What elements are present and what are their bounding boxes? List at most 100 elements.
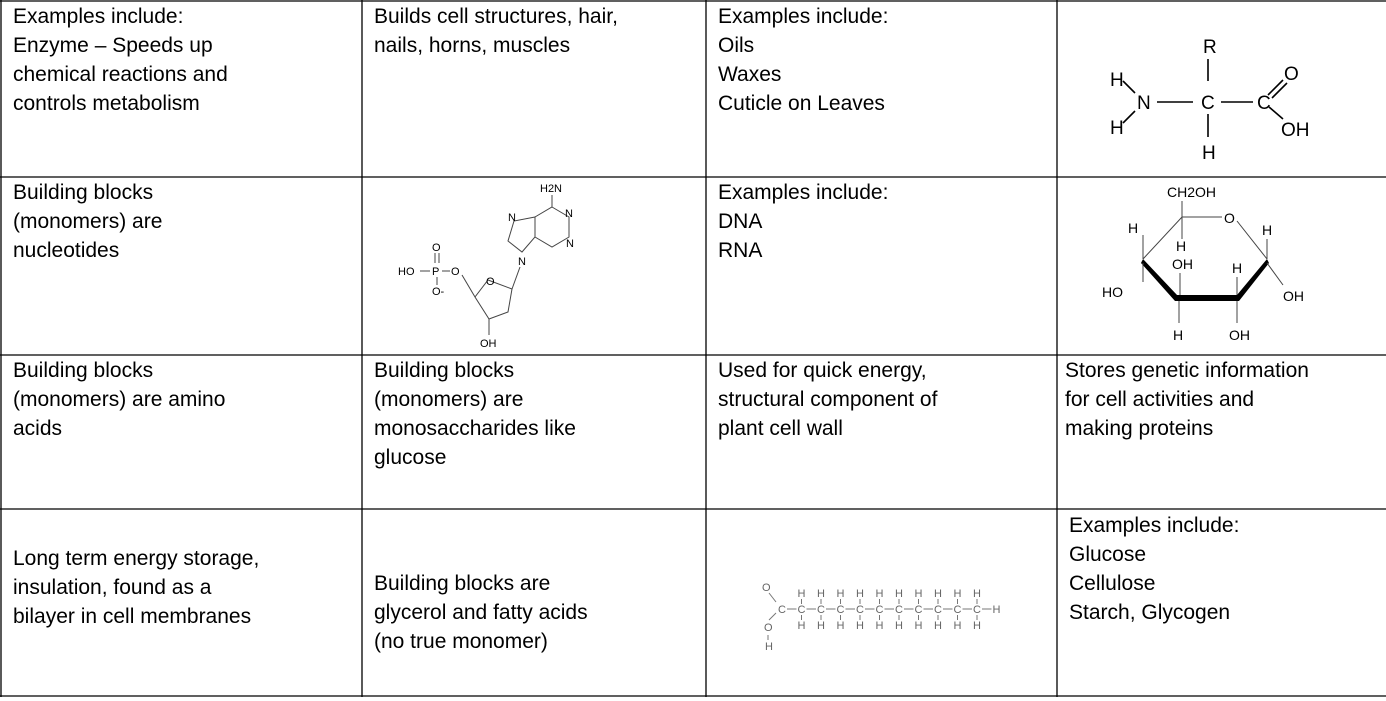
- cell-text: Building blocks (monomers) are amino aci…: [13, 359, 226, 440]
- nucleotide-n9-label: N: [518, 256, 526, 268]
- fatty-acid-h-bottom-label: H: [876, 620, 884, 632]
- cell-text: Building blocks are glycerol and fatty a…: [374, 572, 588, 653]
- nucleotide-phosphate-o-label: O: [432, 242, 441, 254]
- cell-text: Building blocks (monomers) are monosacch…: [374, 359, 576, 469]
- cell-r2-c4: CH2OH O H H HO OH H H OH H OH: [1057, 177, 1386, 355]
- cell-r3-c2: Building blocks (monomers) are monosacch…: [362, 355, 706, 509]
- fatty-acid-h-top-label: H: [954, 588, 962, 600]
- fatty-acid-c-label: C: [817, 604, 825, 616]
- glucose-ho-c4-label: HO: [1102, 284, 1123, 300]
- fatty-acid-c-label: C: [954, 604, 962, 616]
- nucleotide-structure: H2N N N N N O OH O P O O- HO: [398, 183, 574, 350]
- glucose-oh-c2-label: OH: [1229, 327, 1250, 343]
- fatty-acid-h-top-label: H: [915, 588, 923, 600]
- nucleotide-ring-o-label: O: [486, 276, 495, 288]
- fatty-acid-h-bottom-label: H: [915, 620, 923, 632]
- fatty-acid-h-bottom-label: H: [954, 620, 962, 632]
- fatty-acid-h-bottom-label: H: [934, 620, 942, 632]
- nucleotide-n3-label: N: [566, 238, 574, 250]
- fatty-acid-h-top-label: H: [934, 588, 942, 600]
- cell-r2-c2: H2N N N N N O OH O P O O- HO: [362, 177, 706, 355]
- cell-text: Examples include: Glucose Cellulose Star…: [1069, 514, 1240, 624]
- glucose-ring-structure: CH2OH O H H HO OH H H OH H OH: [1102, 184, 1304, 343]
- amino-acid-structure: R H H N C H C O OH: [1110, 37, 1310, 164]
- cell-r3-c1: Building blocks (monomers) are amino aci…: [1, 355, 362, 509]
- cell-r3-c4: Stores genetic information for cell acti…: [1057, 355, 1386, 509]
- fatty-acid-c-label: C: [778, 604, 786, 616]
- cell-r4-c1: Long term energy storage, insulation, fo…: [1, 509, 362, 696]
- fatty-acid-c-label: C: [856, 604, 864, 616]
- nucleotide-ominus-label: O-: [432, 286, 445, 298]
- amino-r-label: R: [1203, 37, 1217, 58]
- cell-r1-c1: Examples include: Enzyme – Speeds up che…: [1, 1, 362, 177]
- cell-r2-c3: Examples include: DNA RNA: [706, 177, 1057, 355]
- glucose-oh-c1-label: OH: [1283, 288, 1304, 304]
- fatty-acid-c-label: C: [973, 604, 981, 616]
- amino-o-label: O: [1284, 64, 1299, 85]
- fatty-acid-h-bottom-label: H: [973, 620, 981, 632]
- glucose-ch2oh-label: CH2OH: [1167, 184, 1216, 200]
- fatty-acid-c-label: C: [876, 604, 884, 616]
- fatty-acid-h-bottom-label: H: [817, 620, 825, 632]
- amino-c-alpha-label: C: [1201, 93, 1215, 114]
- fatty-acid-h-bottom-label: H: [895, 620, 903, 632]
- fatty-acid-h-top-label: H: [817, 588, 825, 600]
- cell-r3-c3: Used for quick energy, structural compon…: [706, 355, 1057, 509]
- fatty-acid-h-top-label: H: [798, 588, 806, 600]
- glucose-h-c5-label: H: [1176, 238, 1186, 254]
- amino-h-alpha-label: H: [1202, 143, 1216, 164]
- fatty-acid-oh-o-label: O: [764, 622, 773, 634]
- amino-h-top-label: H: [1110, 70, 1124, 91]
- cell-text: Examples include: Enzyme – Speeds up che…: [13, 5, 228, 115]
- glucose-oh-c3-label: OH: [1172, 256, 1193, 272]
- cell-text: Builds cell structures, hair, nails, hor…: [374, 5, 618, 57]
- cell-text: Examples include: DNA RNA: [718, 181, 889, 262]
- fatty-acid-o-label: O: [762, 582, 771, 594]
- cell-r2-c1: Building blocks (monomers) are nucleotid…: [1, 177, 362, 355]
- amino-n-label: N: [1137, 93, 1151, 114]
- nucleotide-h2n-label: H2N: [540, 183, 562, 195]
- fatty-acid-h-bottom-label: H: [856, 620, 864, 632]
- fatty-acid-oh-h-label: H: [765, 641, 773, 653]
- glucose-h-c2-label: H: [1232, 260, 1242, 276]
- amino-c-carboxyl-label: C: [1257, 93, 1271, 114]
- fatty-acid-c-label: C: [934, 604, 942, 616]
- cell-r1-c4: R H H N C H C O OH: [1057, 1, 1386, 177]
- fatty-acid-h-bottom-label: H: [798, 620, 806, 632]
- cell-r4-c4: Examples include: Glucose Cellulose Star…: [1057, 509, 1386, 696]
- cell-text: Used for quick energy, structural compon…: [718, 359, 938, 440]
- cell-r1-c2: Builds cell structures, hair, nails, hor…: [362, 1, 706, 177]
- nucleotide-n7-label: N: [508, 212, 516, 224]
- fatty-acid-h-top-label: H: [973, 588, 981, 600]
- fatty-acid-c-label: C: [895, 604, 903, 616]
- glucose-ring-o-label: O: [1224, 210, 1235, 226]
- glucose-h-c1-label: H: [1262, 222, 1272, 238]
- nucleotide-ho-label: HO: [398, 266, 415, 278]
- fatty-acid-h-top-label: H: [876, 588, 884, 600]
- cell-r4-c2: Building blocks are glycerol and fatty a…: [362, 509, 706, 696]
- cell-text: Building blocks (monomers) are nucleotid…: [13, 181, 163, 262]
- glucose-h-c3-label: H: [1173, 327, 1183, 343]
- fatty-acid-c-label: C: [915, 604, 923, 616]
- cell-text: Long term energy storage, insulation, fo…: [13, 547, 260, 628]
- cell-r1-c3: Examples include: Oils Waxes Cuticle on …: [706, 1, 1057, 177]
- cell-text: Stores genetic information for cell acti…: [1065, 359, 1309, 440]
- nucleotide-n1-label: N: [565, 208, 573, 220]
- fatty-acid-h-top-label: H: [837, 588, 845, 600]
- nucleotide-ester-o-label: O: [451, 266, 460, 278]
- glucose-h-c4-label: H: [1128, 220, 1138, 236]
- cell-text: Examples include: Oils Waxes Cuticle on …: [718, 5, 889, 115]
- fatty-acid-h-end-label: H: [993, 604, 1001, 616]
- fatty-acid-c-label: C: [837, 604, 845, 616]
- fatty-acid-c-label: C: [798, 604, 806, 616]
- fatty-acid-h-top-label: H: [895, 588, 903, 600]
- fatty-acid-h-bottom-label: H: [837, 620, 845, 632]
- fatty-acid-h-top-label: H: [856, 588, 864, 600]
- amino-oh-label: OH: [1281, 120, 1310, 141]
- nucleotide-oh-label: OH: [480, 338, 497, 350]
- amino-h-bottom-label: H: [1110, 118, 1124, 139]
- nucleotide-p-label: P: [432, 266, 439, 278]
